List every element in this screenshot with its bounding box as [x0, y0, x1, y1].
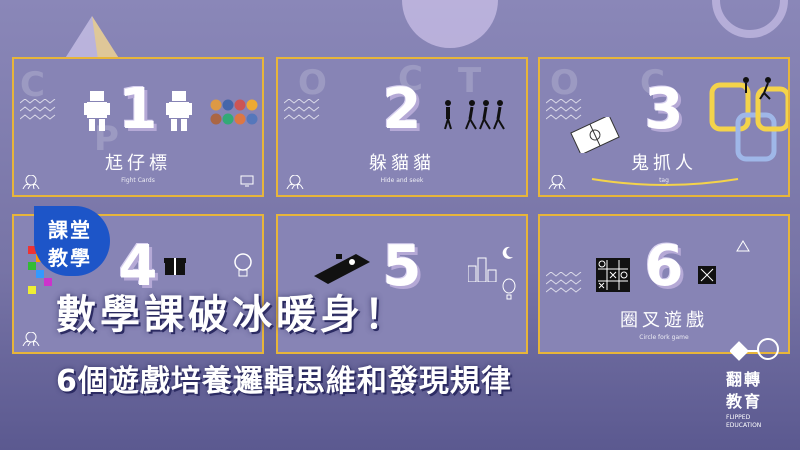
- slide-title: 躲貓貓: [369, 153, 435, 174]
- slide-card-1[interactable]: C P 1 尪仔標 Fight Cards: [12, 57, 264, 197]
- triangle-icon: [736, 240, 750, 252]
- lightbulb-icon: [234, 253, 252, 277]
- slide-number: 5: [382, 234, 422, 299]
- slide-number: 1: [118, 77, 158, 142]
- grid-icon: [698, 266, 716, 284]
- logo-english: FLIPPED EDUCATION: [726, 414, 762, 429]
- slide-title: 鬼抓人: [631, 153, 697, 174]
- field-icon: [570, 117, 620, 153]
- wave-icon: [546, 99, 582, 120]
- gift-icon: [164, 258, 186, 275]
- slide-number: 2: [382, 77, 422, 142]
- flipped-education-logo[interactable]: 翻轉 教育 FLIPPED EDUCATION: [722, 336, 792, 442]
- arc-decoration: [591, 178, 739, 186]
- running-person-icon: [743, 77, 771, 100]
- people-icon: [444, 100, 505, 130]
- slide-card-3[interactable]: O C 3 鬼抓人 tag: [538, 57, 790, 197]
- slide-card-2[interactable]: O C T 2 躲貓貓 Hide and seek: [276, 57, 528, 197]
- wave-icon: [284, 99, 320, 120]
- robot-icon: [84, 91, 110, 131]
- badge-line-1: 課堂: [48, 218, 92, 242]
- circle-decoration: [402, 0, 498, 48]
- card-grid-icon: [210, 99, 258, 125]
- slide-title: 圈叉遊戲: [620, 310, 708, 331]
- ring-decoration: [712, 0, 788, 38]
- triangle-decoration: [64, 16, 120, 60]
- slide-card-5[interactable]: 5: [276, 214, 528, 354]
- chain-link-decoration: [709, 82, 788, 162]
- category-badge[interactable]: 課堂 教學: [34, 206, 110, 276]
- headline-title: 數學課破冰暖身！: [56, 292, 408, 338]
- slide-subtitle: tag: [659, 177, 669, 184]
- wave-icon: [20, 99, 56, 120]
- logo-line-2: 教育: [726, 392, 763, 411]
- slide-number: 6: [644, 234, 684, 299]
- balloon-icon: [502, 278, 516, 300]
- tic-tac-toe-icon: [596, 258, 630, 292]
- slide-title: 尪仔標: [105, 153, 171, 174]
- moon-icon: [502, 246, 513, 259]
- octopus-icon: [22, 332, 40, 346]
- slide-subtitle: Fight Cards: [121, 177, 155, 184]
- slide-number: 3: [644, 77, 684, 142]
- slide-subtitle: Circle fork game: [639, 334, 689, 341]
- slide-card-6[interactable]: 6 圈叉遊戲 Circle fork game: [538, 214, 790, 354]
- octopus-icon: [22, 175, 40, 189]
- skyline-decoration: [468, 257, 497, 282]
- wave-icon: [546, 272, 582, 293]
- logo-line-1: 翻轉: [726, 370, 763, 389]
- logo-mark-icon: [730, 338, 779, 361]
- monitor-icon: [240, 175, 254, 187]
- cornhole-board-icon: [314, 254, 370, 284]
- robot-icon: [166, 91, 192, 131]
- headline-subtitle: 6個遊戲培養邏輯思維和發現規律: [56, 364, 512, 399]
- octopus-icon: [286, 175, 304, 189]
- octopus-icon: [548, 175, 566, 189]
- slide-subtitle: Hide and seek: [380, 177, 424, 184]
- slide-number: 4: [118, 234, 158, 299]
- badge-line-2: 教學: [48, 246, 92, 270]
